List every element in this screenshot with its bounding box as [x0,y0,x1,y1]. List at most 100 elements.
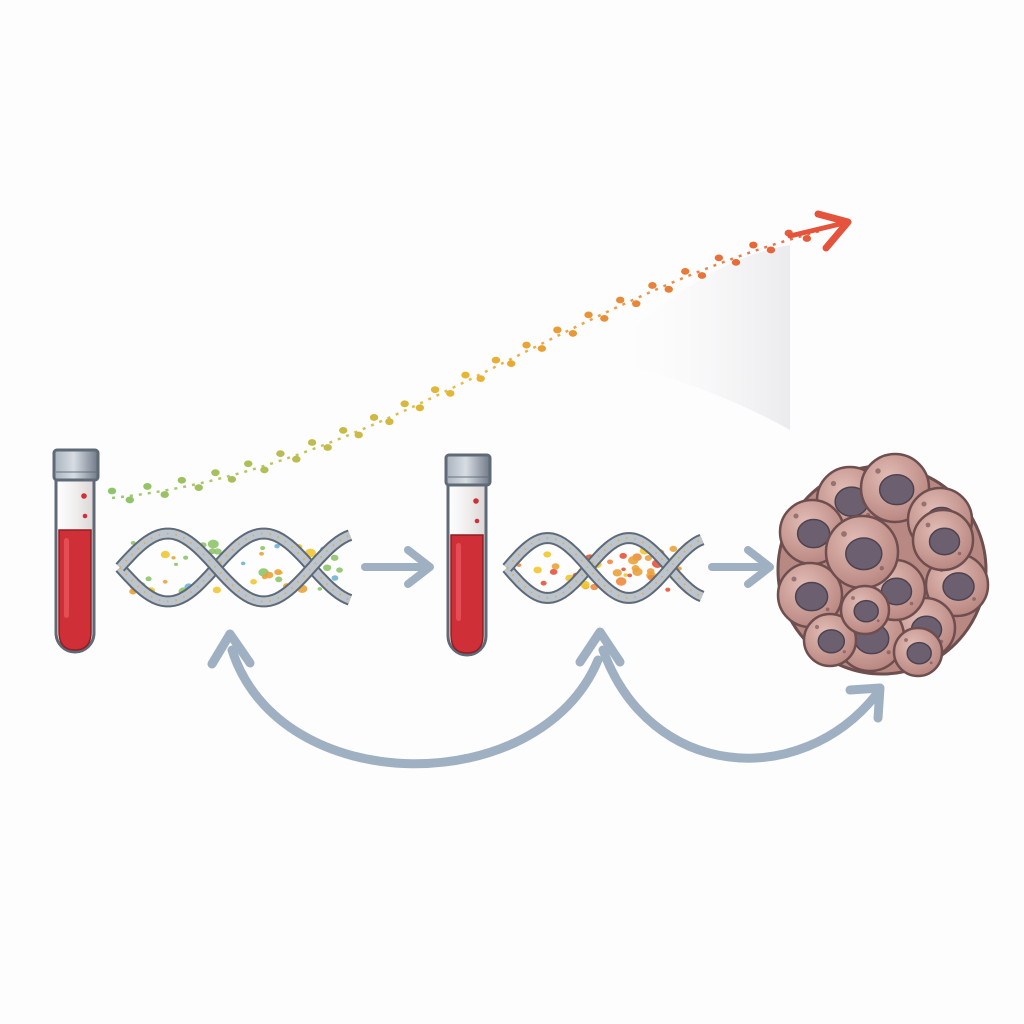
trend-dot [177,476,187,484]
cell-speckle [972,597,976,601]
rising-dotted-trend-arrow-icon [107,210,852,504]
dna-fragment [533,566,542,574]
cell-speckle [793,513,799,519]
trend-shade [600,245,790,430]
trend-dot [584,311,593,319]
cell-nucleus [906,641,932,665]
dna-fragment [615,577,627,586]
dna-fragment [250,579,257,585]
cell-speckle [909,601,914,606]
dna-fragment [162,579,168,584]
arc-left-icon [227,645,603,769]
cell [824,514,900,590]
blood-collection-tube-icon [444,453,492,657]
cell-nucleus [942,572,975,601]
trend-arrow-head [814,210,852,252]
trend-line [111,229,821,500]
cell-nucleus [817,629,846,654]
tube-droplet [474,518,480,524]
cell-speckle [841,531,847,537]
dna-fragment [540,580,547,586]
trend-dot [664,285,673,293]
cell-nucleus [878,473,915,506]
dna-fragment [619,552,627,559]
trend-dot [160,491,169,498]
arc-middle-head-icon [575,627,625,667]
dna-fragment [145,576,152,582]
trend-dot [276,450,285,458]
cell-speckle [921,501,927,507]
trend-dot [194,484,203,492]
trend-dot [292,455,301,463]
dna-fragment [274,569,282,576]
dna-fragment [275,576,283,583]
arc-right-icon [598,645,881,763]
trend-dot [323,444,332,451]
trend-dot [385,418,394,426]
cell-speckle [876,619,880,623]
trend-dot [415,404,425,412]
cell-speckle [925,522,931,528]
tube-blood [450,534,484,654]
cell [892,626,944,678]
dna-double-helix-icon [115,527,353,608]
trend-dot [446,390,455,397]
cell [802,612,858,668]
trend-dot [714,254,724,262]
cell-nucleus [845,537,883,571]
cell-nucleus [853,599,879,623]
dna-fragment [621,567,626,572]
dna-double-helix-icon [502,532,705,604]
dna-fragment [265,571,274,579]
trend-dot [125,496,135,504]
dna-fragment [274,543,280,549]
trend-dot [369,414,379,421]
tumor-cell-cluster-icon [776,452,990,678]
forward-arrow-icon [361,546,434,588]
cell-nucleus [794,581,829,612]
dna-strand-dots [506,537,703,599]
tube-droplet [82,513,88,519]
cell [911,508,975,572]
trend-dot [697,272,707,279]
blood-collection-tube-icon [52,448,100,654]
forward-arrow-icon [708,546,774,588]
dna-fragment [160,550,170,559]
dna-fragment [628,556,639,565]
dna-fragment [644,555,653,561]
trend-dot [476,375,485,383]
dna-fragment [317,587,323,591]
dna-fragment [183,555,189,560]
dna-strand [117,529,352,606]
trend-dot [506,360,516,368]
dna-fragment [631,565,640,572]
cell-speckle [957,551,962,556]
trend-dot [537,345,547,352]
trend-dot [802,235,812,242]
dna-fragment [612,569,622,577]
trend-dot [107,487,117,495]
cell-speckle [875,468,881,474]
dna-strand-dots [506,537,703,599]
cell-speckle [851,596,855,600]
cell-speckle [904,638,908,642]
arc-right-head-icon [845,683,885,723]
dna-fragment [623,573,628,577]
trend-dot [354,431,363,439]
trend-dot [600,314,609,322]
tube-droplet [473,498,479,504]
feedback-arcs [207,627,885,769]
trend-dot [568,329,578,337]
dna-fragment [213,548,222,555]
trend-dot [648,282,657,289]
cell-speckle [825,607,830,612]
dna-fragment [323,564,332,572]
trend-dot [553,326,562,334]
trend-dot [749,241,758,249]
trend-arrow-shaft [787,221,843,239]
tube-blood-highlight [456,543,461,621]
dna-fragment [207,539,219,549]
cell-speckle [879,566,884,571]
dna-fragment [330,554,339,561]
